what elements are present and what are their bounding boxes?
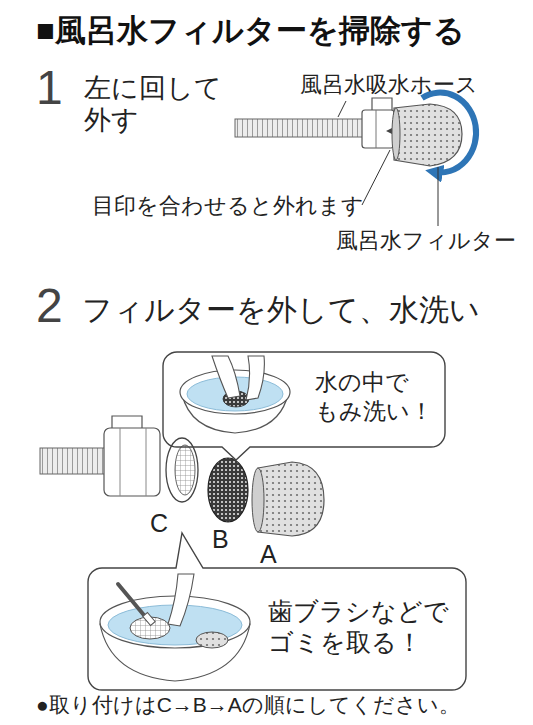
hose-fitting [386,128,392,134]
title: ■風呂水フィルターを掃除する [36,12,465,49]
hose-fitting [362,110,394,148]
wash-basin [196,632,228,648]
toothbrush [143,612,155,625]
callout-text: 水の中で もみ洗い！ [315,368,433,426]
filter-cap [394,104,462,166]
hose-fitting [120,428,121,496]
cap-a [258,462,324,536]
rotate-arrow [422,93,476,173]
step-number: 1 [36,64,63,112]
hands [246,356,264,400]
hose-fitting [372,98,392,111]
note-text: 目印を合わせると外れます [92,193,364,219]
step-number: 2 [36,282,63,330]
toothbrush [118,584,148,620]
sponge-b [208,458,248,522]
intake-hose [235,119,365,137]
toothbrush [118,584,155,626]
hands [168,574,194,626]
hose-fitting [104,428,160,496]
part-letter: B [212,524,229,554]
cap-a [252,462,324,536]
caption: ●取り付けはC→B→Aの順にしてください。 [36,692,460,717]
hose-fitting [376,110,377,148]
hose-fitting [362,98,394,148]
instruction-text: 左に回して 外す [84,72,234,137]
part-letter: A [260,539,277,569]
rotate-arrow [422,93,476,173]
intake-hose [40,448,106,474]
callout-bubble: 歯ブラシなどで ゴミを取る！ [88,568,466,690]
hose-fitting [104,416,160,496]
leader-line [338,101,346,117]
cap-a [252,468,264,532]
part-name: 風呂水吸水ホース [300,72,478,98]
part-name: 風呂水フィルター [336,228,516,254]
leader-line [438,167,439,226]
hose-fitting [146,428,147,496]
intake-hose [235,119,365,137]
hands [168,574,194,626]
intake-hose [40,448,106,474]
sponge-b [208,458,248,522]
bubble-outline [88,533,466,690]
filter-cap [392,108,400,160]
callout-bubble: 水の中で もみ洗い！ [163,352,445,447]
hands [212,356,240,398]
callout-text: 歯ブラシなどで ゴミを取る！ [268,596,450,659]
leader-line [362,150,390,205]
instruction-text: フィルターを外して、水洗い [82,292,480,328]
filter-cap [392,104,462,166]
hands [212,356,264,400]
filter-ring-c [175,445,195,495]
part-letter: C [150,508,168,538]
bubble-outline [163,352,445,460]
